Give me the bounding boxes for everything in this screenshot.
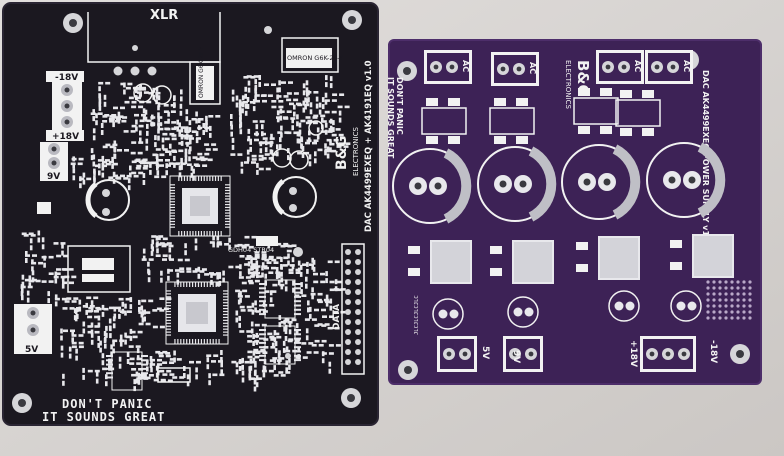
ac-label: AC [633,60,642,72]
filter-capacitors [392,142,726,224]
output-terminals [437,336,696,372]
9v-label: 9V [47,172,60,182]
dac-chip-footprint [169,175,231,237]
power-supply-board: AC AC AC AC B&G ELECTRONICS DAC AK4499EXEQ … [386,39,762,385]
relay-2-label: OMRON G6K-2F-Y [287,54,343,62]
left-slogan-2: IT SOUNDS GREAT [42,410,165,424]
out-pos18-label: +18V [628,340,638,367]
thermal-via-grid [706,280,752,320]
left-product-title: DAC AK4499EXEQ + AK4191EQ v1.0 [364,60,374,232]
out-5v-label: 5V [480,346,490,359]
xlr-label: XLR [150,8,178,23]
via-row [113,66,157,76]
right-brand: B&G [574,60,592,97]
out-neg18-label: -18V [708,340,718,363]
lot-code: JLCJLCJLCJLC [414,295,420,335]
terminal-9v [40,142,68,170]
right-slogan-2: IT SOUNDS GREAT [386,77,395,159]
left-slogan-1: DON'T PANIC [62,397,152,411]
relay-1-label: OMRON G6K-2F-Y [198,46,205,98]
gdh-label: GDH04 STR04 [228,246,274,254]
right-slogan-1: DON'T PANIC [395,77,404,135]
right-brand-sub: ELECTRONICS [564,60,572,109]
data-header [341,243,365,375]
ac-label: AC [528,62,537,74]
right-product-title: DAC AK4499EXEQ POWER SUPPLY v1.0 [701,70,710,245]
terminal-18v [52,82,82,130]
mounting-hole [12,10,362,413]
ac-terminals: AC AC AC AC [424,50,693,86]
output-capacitors [432,290,702,330]
relay-1: OMRON G6K-2F-Y [189,46,221,105]
pos-18v-label: +18V [52,132,79,142]
left-brand-sub: ELECTRONICS [352,127,360,176]
5v-label: 5V [25,345,38,355]
neg-18v-label: -18V [55,73,78,83]
out-9v-label: 9V [511,350,521,363]
data-label: DATA [332,304,342,330]
relay-2: OMRON G6K-2F-Y [281,37,343,73]
capacitor-footprint [85,83,324,221]
ac-label: AC [682,60,691,72]
ac-label: AC [461,60,470,72]
dac-board: XLR OMRON G6K-2F-Y OMRON G6K-2F-Y -18V +… [2,2,379,426]
regulator-pads [408,234,734,284]
terminal-5v [14,304,52,342]
left-brand: B&G [334,136,350,170]
power-supply-pcb [389,40,761,384]
bridge-rectifiers [421,88,661,144]
modulator-chip-footprint [165,281,229,345]
soic-footprints [106,279,301,391]
regulator-footprint [67,236,278,293]
